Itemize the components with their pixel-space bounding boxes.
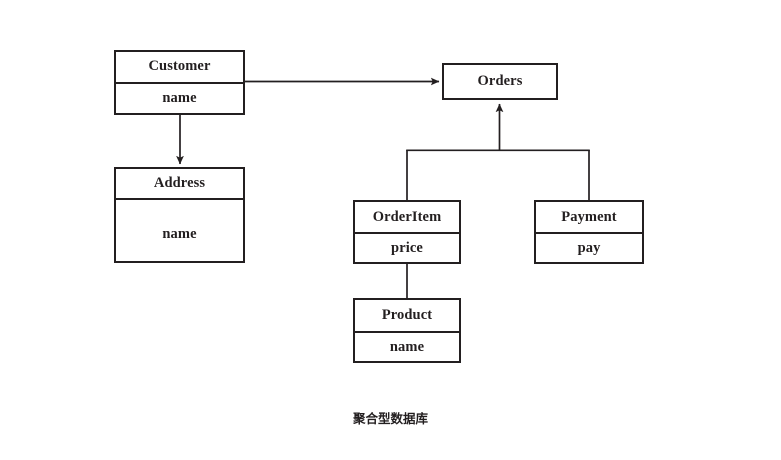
node-orderitem[interactable]: OrderItem price xyxy=(353,200,461,264)
node-customer[interactable]: Customer name xyxy=(114,50,245,115)
node-orders-title: Orders xyxy=(477,73,523,89)
node-orders[interactable]: Orders xyxy=(442,63,558,100)
node-payment-attribute: pay xyxy=(577,239,601,256)
node-address[interactable]: Address name xyxy=(114,167,245,263)
node-address-attribute: name xyxy=(162,226,197,242)
node-customer-attribute: name xyxy=(162,89,197,106)
node-product-attribute: name xyxy=(389,338,425,355)
diagram-caption: 聚合型数据库 xyxy=(352,411,428,426)
node-payment[interactable]: Payment pay xyxy=(534,200,644,264)
node-orderitem-title: OrderItem xyxy=(355,202,459,234)
node-product[interactable]: Product name xyxy=(353,298,461,363)
node-product-title: Product xyxy=(355,300,459,333)
node-payment-title: Payment xyxy=(536,202,642,234)
node-customer-title: Customer xyxy=(116,52,243,84)
node-orderitem-attribute: price xyxy=(391,239,423,256)
node-address-title: Address xyxy=(116,169,243,200)
